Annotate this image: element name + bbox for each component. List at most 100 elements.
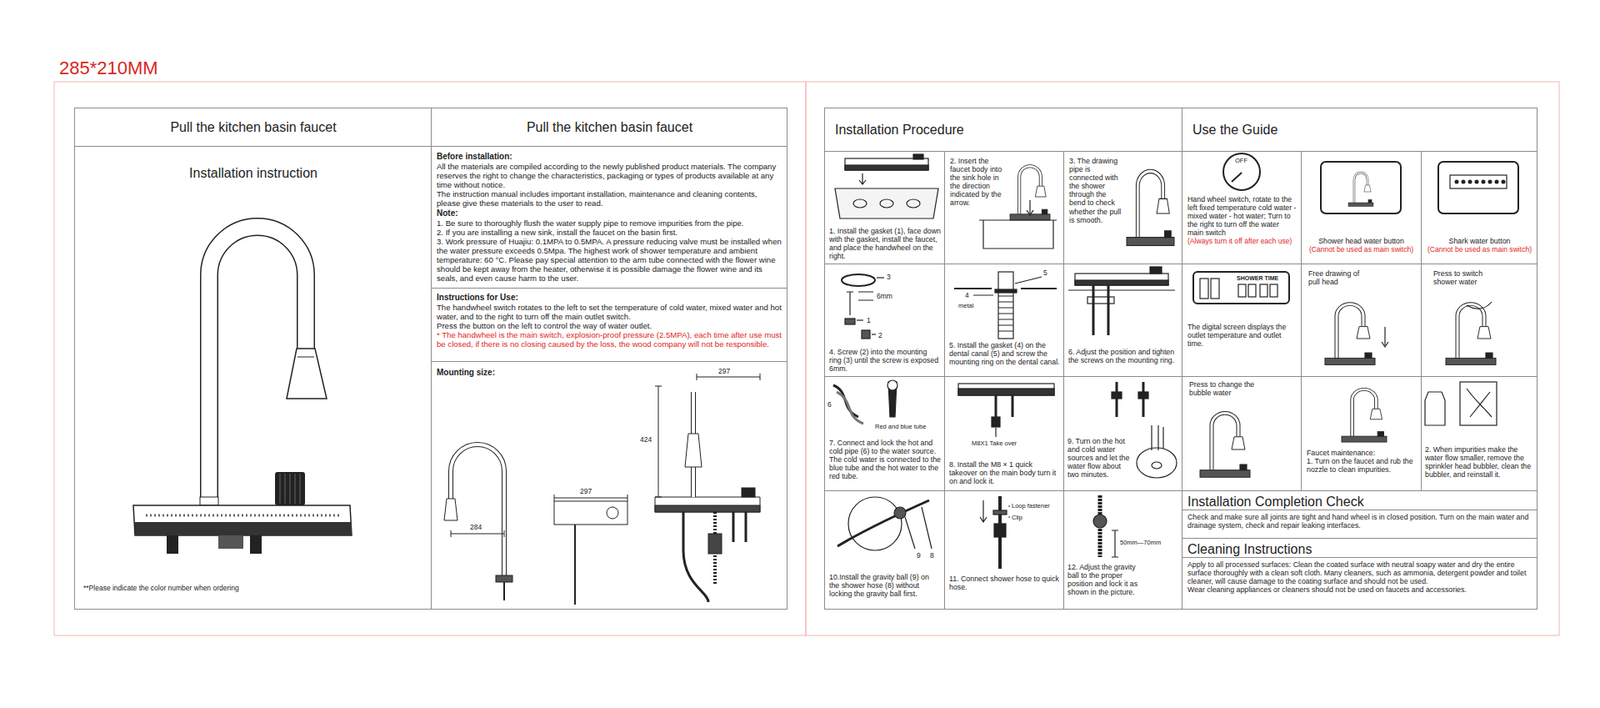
body-text: 2. If you are installing a new sink, ins… — [436, 227, 783, 237]
callout-label: 424 — [640, 435, 652, 444]
text-block: Free drawing of pull head — [1308, 269, 1369, 286]
callout-label: Loop fastener — [1011, 501, 1050, 510]
text-section: Installation Completion CheckCheck and m… — [1181, 490, 1538, 539]
text-block: Before installation:All the materials ar… — [436, 150, 783, 283]
text-block: 2. Insert the faucet body into the sink … — [950, 156, 1007, 208]
callout-label: 6mm — [876, 291, 893, 300]
guide-cell: Press to switch shower water — [1420, 263, 1538, 377]
step-caption: Apply to all processed surfaces: Clean t… — [1187, 560, 1533, 585]
step-caption: 7. Connect and lock the hot and cold pip… — [829, 438, 941, 480]
step-caption: Press to switch shower water — [1433, 269, 1500, 286]
text-block: 6. Adjust the position and tighten the s… — [1068, 347, 1180, 365]
warning-text: * The handwheel is the main switch, expl… — [436, 330, 783, 349]
body-text: Press the button on the left to control … — [436, 320, 783, 330]
step-cell: 2. Insert the faucet body into the sink … — [944, 150, 1065, 265]
step-caption: Faucet maintenance: — [1306, 448, 1417, 457]
guide-cell: Press to change the bubble water — [1181, 375, 1302, 491]
step-caption: Press to change the bubble water — [1189, 380, 1273, 397]
header-text: Installation instruction — [75, 165, 432, 182]
text-section: Instructions for Use:The handwheel switc… — [430, 287, 788, 362]
illustration-cell: Installation instruction **Please indicat… — [74, 145, 432, 610]
text-block: 4. Screw (2) into the mounting ring (3) … — [829, 347, 941, 373]
step-cell: 10.Install the gravity ball (9) on the s… — [824, 490, 945, 610]
step-caption: Free drawing of pull head — [1308, 269, 1369, 286]
body-text: The handwheel switch rotates to the left… — [436, 302, 783, 321]
callout-label: M8X1 Take over — [971, 439, 1017, 447]
text-block: The digital screen displays the outlet t… — [1187, 322, 1297, 348]
callout-label: 3 — [886, 272, 891, 281]
step-caption: Wear cleaning appliances or cleaners sho… — [1187, 585, 1533, 594]
step-caption: Shower head water button — [1305, 236, 1418, 245]
text-block: Installation Completion CheckCheck and m… — [1187, 493, 1533, 530]
guide-cell: 2. When impurities make the water flow s… — [1420, 375, 1538, 491]
step-caption: 11. Connect shower hose to quick hose. — [949, 574, 1061, 591]
text-block: 7. Connect and lock the hot and cold pip… — [829, 438, 941, 480]
step-cell: 7. Connect and lock the hot and cold pip… — [824, 375, 945, 491]
callout-label: 297 — [718, 366, 730, 375]
size-note: 285*210MM — [59, 58, 159, 79]
text-block: Cleaning InstructionsApply to all proces… — [1187, 540, 1533, 594]
step-caption: 4. Screw (2) into the mounting ring (3) … — [829, 347, 941, 373]
step-cell: 12. Adjust the gravity ball to the prope… — [1063, 490, 1183, 610]
warning-note: (Always turn it off after each use) — [1187, 236, 1297, 245]
callout-label: OFF — [1235, 156, 1248, 165]
header-text: Use the Guide — [1192, 121, 1526, 139]
section-heading: Cleaning Instructions — [1182, 540, 1538, 558]
header-cell: Use the Guide — [1181, 107, 1538, 152]
step-cell: 8. Install the M8 × 1 quick takeover on … — [944, 375, 1065, 491]
header-cell: Pull the kitchen basin faucet — [74, 107, 432, 147]
text-section: Before installation:All the materials ar… — [430, 145, 788, 289]
guide-cell: Hand wheel switch, rotate to the left fi… — [1181, 150, 1302, 265]
drawing-section: Mounting size: — [430, 360, 788, 610]
footnote: **Please indicate the color number when … — [83, 583, 417, 592]
text-block: Faucet maintenance:1. Turn on the faucet… — [1306, 448, 1417, 474]
step-caption: Hand wheel switch, rotate to the left fi… — [1187, 195, 1297, 237]
text-block: 2. When impurities make the water flow s… — [1425, 445, 1535, 479]
step-cell: 5. Install the gasket (4) on the dental … — [944, 263, 1065, 377]
step-caption: Shark water button — [1425, 236, 1535, 245]
body-text: 3. Work pressure of Huajiu: 0.1MPA to 0.… — [436, 236, 783, 283]
callout-label: 297 — [580, 486, 592, 495]
text-block: Press to switch shower water — [1433, 269, 1500, 286]
header-text: Pull the kitchen basin faucet — [431, 119, 788, 136]
section-heading: Note: — [436, 208, 783, 219]
text-block: Pull the kitchen basin faucet — [431, 119, 788, 136]
callout-label: SHOWER TIME — [1236, 274, 1279, 283]
callout-label: 4 — [965, 290, 970, 300]
text-block: Mounting size: — [436, 366, 604, 378]
text-block: 1. Install the gasket (1), face down wit… — [829, 226, 941, 260]
step-caption: Check and make sure all joints are tight… — [1187, 512, 1533, 530]
text-block: Instructions for Use:The handwheel switc… — [436, 291, 783, 349]
header-cell: Installation Procedure — [824, 107, 1183, 152]
warning-note: (Cannot be used as main switch) — [1425, 245, 1535, 254]
callout-label: 5 — [1043, 268, 1048, 277]
callout-label: 2 — [878, 330, 883, 340]
text-block: Press to change the bubble water — [1189, 380, 1273, 397]
section-heading: Installation Completion Check — [1182, 493, 1538, 510]
step-cell: 9. Turn on the hot and cold water source… — [1063, 375, 1183, 491]
guide-cell: Shower head water button(Cannot be used … — [1300, 150, 1422, 265]
text-block: Installation Procedure — [835, 121, 1169, 139]
text-block: 9. Turn on the hot and cold water source… — [1067, 436, 1135, 479]
text-block: 3. The drawing pipe is connected with th… — [1069, 156, 1125, 225]
step-caption: 9. Turn on the hot and cold water source… — [1067, 436, 1135, 479]
callout-label: 1 — [866, 315, 871, 325]
header-text: Installation Procedure — [835, 121, 1169, 139]
step-cell: 1. Install the gasket (1), face down wit… — [824, 150, 945, 265]
text-block: 8. Install the M8 × 1 quick takeover on … — [949, 460, 1061, 485]
callout-label: 284 — [470, 522, 482, 531]
text-section: Cleaning InstructionsApply to all proces… — [1181, 537, 1538, 610]
callout-label: Clip — [1011, 513, 1023, 521]
section-heading: Instructions for Use: — [436, 292, 783, 303]
header-text: Pull the kitchen basin faucet — [75, 119, 432, 136]
text-block: Pull the kitchen basin faucet — [75, 119, 432, 136]
text-block: 11. Connect shower hose to quick hose. — [949, 574, 1061, 591]
step-caption: 8. Install the M8 × 1 quick takeover on … — [949, 460, 1061, 485]
step-cell: 3. The drawing pipe is connected with th… — [1063, 150, 1183, 265]
callout-label: 50mm—70mm — [1120, 538, 1161, 546]
body-text: All the materials are compiled according… — [436, 161, 783, 190]
step-cell: 4. Screw (2) into the mounting ring (3) … — [824, 263, 945, 377]
step-caption: 12. Adjust the gravity ball to the prope… — [1067, 562, 1148, 596]
